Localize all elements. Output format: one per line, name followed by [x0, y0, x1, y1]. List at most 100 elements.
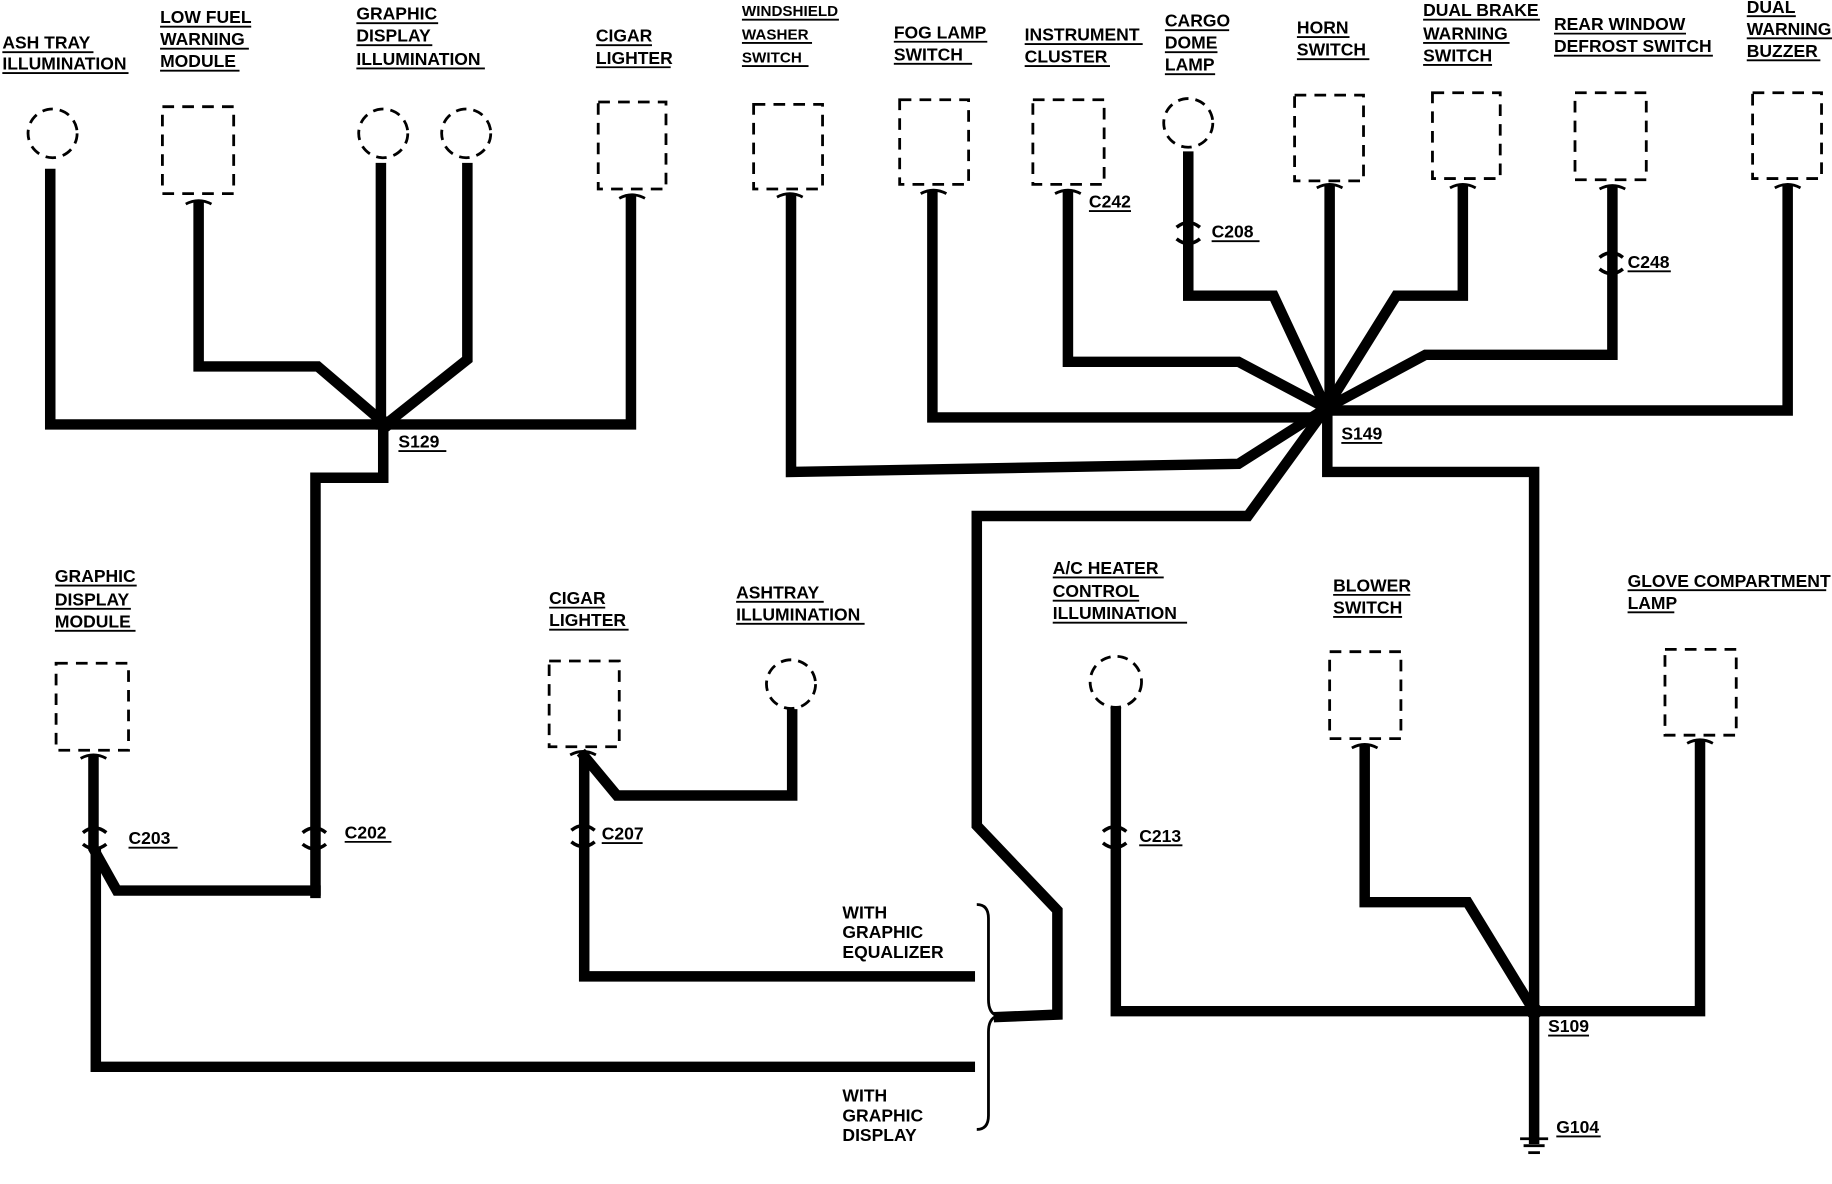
wires — [44, 151, 1793, 1144]
svg-text:DISPLAY: DISPLAY — [356, 26, 431, 46]
svg-text:C202: C202 — [345, 822, 387, 842]
horn-switch-label: HORN SWITCH — [1296, 18, 1370, 61]
windshield-washer-switch-label: WINDSHIELD WASHER SWITCH — [742, 3, 839, 68]
ashtray-illumination-bulb-icon — [765, 658, 817, 710]
instrument-cluster-label: INSTRUMENT CLUSTER — [1024, 25, 1143, 68]
c207-label: C207 — [602, 824, 644, 844]
svg-text:MODULE: MODULE — [160, 51, 236, 71]
c213-connector-icon — [1101, 825, 1128, 850]
c202-label: C202 — [345, 822, 392, 843]
wire-graphic-display-illumination-right — [378, 162, 473, 432]
svg-text:WARNING: WARNING — [1423, 23, 1508, 43]
svg-text:LOW FUEL: LOW FUEL — [160, 7, 252, 27]
windshield-washer-switch-box-icon — [752, 102, 824, 191]
dual-warning-buzzer-label: DUAL WARNING BUZZER — [1747, 0, 1832, 62]
ash-tray-illumination-label: ASH TRAY ILLUMINATION — [2, 33, 129, 74]
wire-ac-heater-control-illumination — [1110, 707, 1540, 1017]
svg-text:FOG LAMP: FOG LAMP — [894, 22, 987, 42]
c213-label: C213 — [1139, 826, 1183, 847]
c202-connector-icon — [301, 826, 328, 851]
svg-text:WARNING: WARNING — [160, 29, 245, 49]
wire-graphic-display-module — [88, 754, 321, 896]
svg-text:DEFROST SWITCH: DEFROST SWITCH — [1554, 36, 1712, 56]
svg-text:DISPLAY: DISPLAY — [55, 589, 130, 609]
svg-text:SWITCH: SWITCH — [1297, 40, 1366, 60]
blower-switch-label: BLOWER SWITCH — [1333, 575, 1411, 618]
svg-text:CIGAR: CIGAR — [549, 588, 606, 608]
c248-label: C248 — [1627, 252, 1671, 273]
svg-text:ASHTRAY: ASHTRAY — [736, 582, 819, 602]
s109-splice-icon — [1525, 1003, 1543, 1020]
wire-ash-tray-illumination — [44, 168, 391, 430]
wire-c203-graphic-display — [90, 847, 976, 1073]
svg-text:C242: C242 — [1089, 192, 1131, 212]
c208-connector-icon — [1175, 220, 1202, 246]
wire-glove-compartment-lamp — [1528, 739, 1706, 1017]
svg-text:WINDSHIELD: WINDSHIELD — [742, 3, 838, 20]
svg-text:SWITCH: SWITCH — [1423, 46, 1492, 66]
cargo-dome-lamp-bulb-icon — [1162, 97, 1215, 149]
s129-label: S129 — [398, 432, 447, 453]
s109-label: S109 — [1548, 1016, 1589, 1037]
c203-label: C203 — [129, 828, 178, 849]
ash-tray-illumination-bulb-icon — [26, 107, 79, 160]
svg-text:INSTRUMENT: INSTRUMENT — [1025, 25, 1140, 45]
svg-text:SWITCH: SWITCH — [894, 44, 963, 64]
dual-brake-warning-switch-box-icon — [1431, 91, 1502, 180]
wire-blower-switch — [1359, 743, 1542, 1019]
svg-text:GLOVE COMPARTMENT: GLOVE COMPARTMENT — [1628, 571, 1831, 591]
svg-text:LAMP: LAMP — [1165, 55, 1215, 75]
dual-brake-warning-switch-label: DUAL BRAKE WARNING SWITCH — [1423, 0, 1540, 66]
ashtray-illumination-label: ASHTRAY ILLUMINATION — [736, 582, 865, 625]
svg-text:ILLUMINATION: ILLUMINATION — [2, 54, 126, 74]
cigar-lighter-bottom-box-icon — [547, 659, 621, 749]
wire-cigar-lighter-top — [380, 194, 637, 430]
svg-text:DUAL BRAKE: DUAL BRAKE — [1423, 0, 1539, 20]
rear-window-defrost-switch-label: REAR WINDOW DEFROST SWITCH — [1554, 14, 1713, 57]
svg-text:GRAPHIC: GRAPHIC — [356, 4, 437, 24]
cigar-lighter-bottom-label: CIGAR LIGHTER — [549, 588, 629, 631]
svg-text:WITH: WITH — [842, 902, 887, 922]
dual-warning-buzzer-box-icon — [1751, 91, 1823, 180]
graphic-display-illumination-bulb-icon — [357, 107, 410, 160]
svg-text:WARNING: WARNING — [1747, 19, 1832, 39]
c203-connector-icon — [81, 826, 108, 851]
with-graphic-equalizer-label: WITH GRAPHIC EQUALIZER — [842, 902, 944, 961]
wire-s149-to-option-brace — [971, 400, 1334, 1023]
svg-text:EQUALIZER: EQUALIZER — [842, 942, 944, 962]
svg-text:GRAPHIC: GRAPHIC — [842, 922, 923, 942]
wire-windshield-washer-switch — [785, 194, 1334, 478]
s129-splice-icon — [376, 416, 393, 433]
c207-connector-icon — [570, 823, 596, 849]
svg-text:S109: S109 — [1548, 1016, 1589, 1036]
component-symbols — [26, 91, 1823, 760]
svg-text:ILLUMINATION: ILLUMINATION — [736, 604, 860, 624]
svg-text:C248: C248 — [1628, 252, 1670, 272]
svg-text:LAMP: LAMP — [1628, 593, 1678, 613]
svg-text:C208: C208 — [1212, 222, 1254, 242]
svg-text:ILLUMINATION: ILLUMINATION — [1053, 603, 1177, 623]
blower-switch-box-icon — [1328, 650, 1403, 741]
cargo-dome-lamp-label: CARGO DOME LAMP — [1164, 11, 1230, 76]
svg-text:WITH: WITH — [842, 1086, 887, 1106]
svg-text:SWITCH: SWITCH — [1333, 597, 1402, 617]
wire-ashtray-illumination — [576, 709, 798, 801]
glove-compartment-lamp-label: GLOVE COMPARTMENT LAMP — [1627, 571, 1831, 614]
graphic-display-illumination-label: GRAPHIC DISPLAY ILLUMINATION — [356, 4, 485, 70]
rear-window-defrost-switch-box-icon — [1573, 91, 1648, 182]
wire-cargo-dome-lamp — [1183, 151, 1334, 416]
with-graphic-display-label: WITH GRAPHIC DISPLAY — [842, 1086, 923, 1145]
instrument-cluster-box-icon — [1031, 98, 1106, 186]
graphic-display-module-box-icon — [54, 661, 130, 752]
svg-text:ASH TRAY: ASH TRAY — [2, 33, 90, 53]
ac-heater-control-illumination-bulb-icon — [1088, 654, 1143, 709]
wire-cigar-lighter-bottom — [578, 750, 976, 982]
graphic-display-illumination-bulb-2-icon — [440, 107, 493, 160]
c208-label: C208 — [1211, 222, 1260, 243]
labels: ASH TRAY ILLUMINATION LOW FUEL WARNING M… — [2, 0, 1832, 1145]
svg-text:SWITCH: SWITCH — [742, 50, 802, 67]
svg-text:LIGHTER: LIGHTER — [596, 48, 673, 68]
svg-text:C213: C213 — [1139, 826, 1181, 846]
svg-text:DISPLAY: DISPLAY — [842, 1125, 917, 1145]
wire-dual-warning-buzzer — [1320, 184, 1793, 416]
